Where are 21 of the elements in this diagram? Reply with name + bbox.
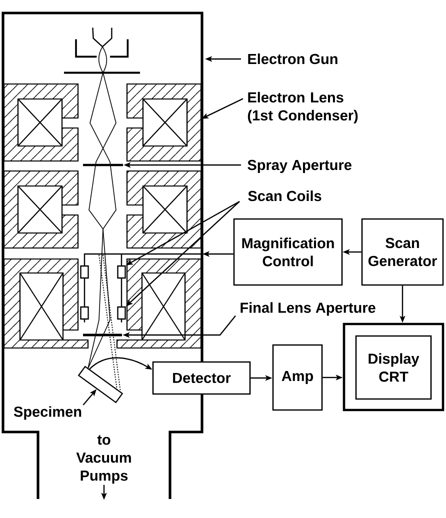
part-label: Specimen [14,406,82,420]
part-label: Spray Aperture [248,160,352,173]
part-label: Scan Coils [248,190,322,202]
lens-block [126,170,202,249]
coil-bracket [84,253,202,322]
module-box: Detector [152,361,251,395]
lens-block [126,83,202,162]
lens-block [116,258,202,349]
lens-block [3,170,79,249]
outlet-label: to Vacuum Pumps [76,435,131,484]
display-screen: Display CRT [355,335,432,400]
module-box: Magnification Control [233,218,343,286]
module-box: Scan Generator [361,218,444,286]
lens-block [3,258,89,349]
scan-coil [80,265,89,279]
part-label: Electron Gun [248,53,338,64]
module-box: Amp [272,344,323,411]
part-label: Final Lens Aperture [240,302,376,316]
part-label: Electron Lens (1st Condenser) [248,92,358,124]
lens-block [3,83,79,162]
scan-coil [80,306,89,320]
